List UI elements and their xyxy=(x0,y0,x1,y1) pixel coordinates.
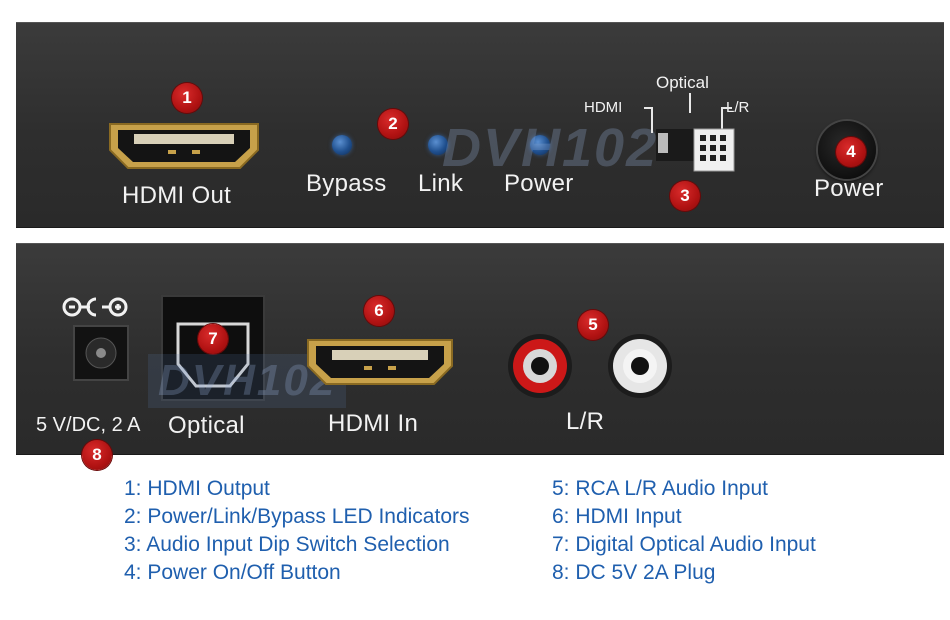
led-icon-bypass xyxy=(332,135,352,155)
back-panel: 5 V/DC, 2 A 8 7 Optical DVH102 6 HDMI In… xyxy=(16,243,944,470)
led-icon-power xyxy=(530,135,550,155)
legend-item: 2: Power/Link/Bypass LED Indicators xyxy=(124,505,470,528)
legend-right: 5: RCA L/R Audio Input 6: HDMI Input 7: … xyxy=(552,475,816,587)
hdmi-in-label: HDMI In xyxy=(328,410,419,437)
optical-label: Optical xyxy=(168,412,245,439)
led-label-power: Power xyxy=(504,170,574,197)
legend-item: 4: Power On/Off Button xyxy=(124,561,341,584)
badge-8: 8 xyxy=(82,440,112,470)
led-label-bypass: Bypass xyxy=(306,170,387,197)
watermark: DVH102 xyxy=(442,118,659,178)
badge-4: 4 xyxy=(836,137,866,167)
legend-item: 7: Digital Optical Audio Input xyxy=(552,533,816,556)
dip-switch-icon[interactable] xyxy=(642,93,752,183)
dc-label: 5 V/DC, 2 A xyxy=(36,414,141,436)
legend-item: 6: HDMI Input xyxy=(552,505,682,528)
dc-polarity-icon xyxy=(62,297,128,317)
rca-jack-icon-left[interactable] xyxy=(506,332,574,400)
switch-label-hdmi: HDMI xyxy=(584,99,623,116)
badge-6: 6 xyxy=(364,296,394,326)
lr-label: L/R xyxy=(566,408,605,435)
hdmi-port-icon[interactable] xyxy=(302,336,458,388)
switch-label-optical: Optical xyxy=(656,73,709,92)
led-label-link: Link xyxy=(418,170,464,197)
legend-item: 8: DC 5V 2A Plug xyxy=(552,561,716,584)
legend-item: 5: RCA L/R Audio Input xyxy=(552,477,768,500)
badge-7: 7 xyxy=(198,324,228,354)
legend-left: 1: HDMI Output 2: Power/Link/Bypass LED … xyxy=(124,475,470,587)
switch-label-lr: L/R xyxy=(726,99,750,116)
led-icon-link xyxy=(428,135,448,155)
legend-item: 3: Audio Input Dip Switch Selection xyxy=(124,533,450,556)
badge-2: 2 xyxy=(378,109,408,139)
hdmi-port-icon xyxy=(109,123,259,169)
dc-jack-icon[interactable] xyxy=(72,324,130,382)
front-panel: HDMI Out 1 Bypass Link Power 2 DVH102 Op… xyxy=(16,22,944,227)
hdmi-out-label: HDMI Out xyxy=(122,182,232,209)
badge-1: 1 xyxy=(172,83,202,113)
rca-jack-icon-right[interactable] xyxy=(606,332,674,400)
badge-3: 3 xyxy=(670,181,700,211)
legend-item: 1: HDMI Output xyxy=(124,477,270,500)
badge-5: 5 xyxy=(578,310,608,340)
power-label: Power xyxy=(814,175,884,202)
